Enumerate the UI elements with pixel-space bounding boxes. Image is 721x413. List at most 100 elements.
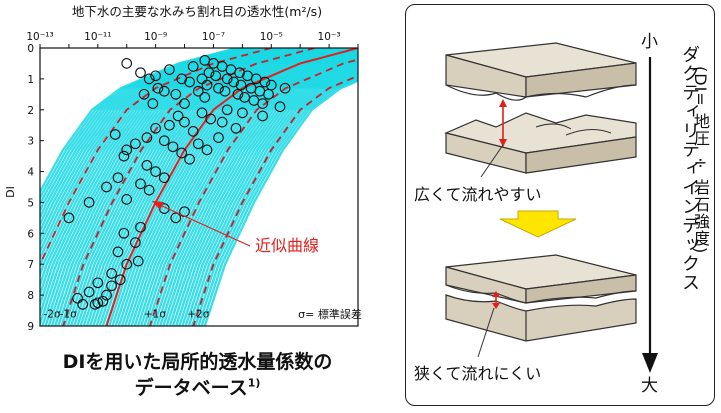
data-point [184,76,195,88]
sigma-label: -1σ [60,309,77,321]
monte-carlo-band-line [40,48,257,234]
data-point [219,85,231,97]
data-point [150,122,161,134]
aperture-arrowhead-up [499,99,507,107]
data-point [230,122,242,134]
y-tick-label: 0 [27,43,34,55]
y-tick-label: 8 [27,290,34,302]
monte-carlo-band-line [203,79,358,326]
data-point [235,79,247,91]
leader-line-wide [480,144,504,178]
scale-arrowhead [642,353,658,373]
transition-arrow [499,210,577,238]
monte-carlo-band-line [66,48,320,326]
data-point [143,184,155,196]
fracture-diagram [444,42,658,373]
monte-carlo-band-line [194,75,358,326]
data-point [121,258,133,270]
data-point [205,113,217,125]
data-point [135,178,146,190]
sigma-curve [149,58,358,326]
aperture-arrowhead-up-2 [492,291,500,297]
data-point [121,144,133,156]
aperture-arrowhead-down [499,139,507,147]
plot-clip-group [40,48,358,326]
data-point [216,116,228,128]
monte-carlo-band-line [175,67,358,326]
monte-carlo-band-line [197,76,358,326]
data-point [274,101,286,113]
monte-carlo-band-line [40,48,282,299]
data-point [221,73,233,85]
data-point [192,138,204,150]
lower-rock-side [525,136,637,174]
data-point [92,277,104,289]
data-point [147,98,159,109]
data-point [221,104,233,116]
monte-carlo-band-line [200,78,358,326]
data-point [135,221,146,233]
data-point [138,88,150,100]
monte-carlo-band-line [111,48,358,326]
data-point [150,166,161,177]
data-point [112,246,124,258]
y-axis-label: DI [4,186,17,198]
monte-carlo-band-line [57,48,311,326]
monte-carlo-band-line [130,53,358,326]
monte-carlo-band-line [40,48,269,261]
monte-carlo-band-line [50,48,304,326]
data-point [279,82,291,94]
monte-carlo-band-line [89,48,343,326]
monte-carlo-band-line [143,56,358,326]
monte-carlo-band-line [165,63,358,326]
data-point [135,67,146,79]
annotation-label: 近似曲線 [255,236,319,255]
monte-carlo-band-line [95,48,349,326]
upper-rock-bottom [445,84,637,101]
data-point [63,212,75,224]
data-point [118,150,130,162]
sigma-note: σ= 標準誤差 [298,307,362,321]
data-point [101,289,112,301]
data-point [141,160,153,171]
sigma-curve [192,74,358,326]
monte-carlo-band-line [40,48,241,201]
monte-carlo-band-line [155,60,358,326]
monte-carlo-band-line [40,48,263,248]
lower-rock-top-2 [445,294,637,342]
monte-carlo-band-line [159,61,358,326]
data-point [179,116,190,128]
monte-carlo-band-line [162,61,358,326]
monte-carlo-band-line [101,48,355,326]
monte-carlo-band-line [181,69,358,326]
monte-carlo-band-line [40,48,237,195]
data-point [89,299,101,310]
leader-line-narrow [477,307,495,358]
label-narrow-flow: 狭くて流れにくい [414,364,542,383]
monte-carlo-band-line [133,54,358,326]
monte-carlo-band-line [60,48,314,326]
y-tick-label: 4 [27,167,34,179]
y-tick-label: 5 [27,197,34,209]
data-point [101,181,112,193]
data-point [150,70,161,82]
x-tick-label: 10⁻⁹ [144,31,167,43]
data-point [132,255,144,267]
curve-annotation: 近似曲線 [152,201,319,255]
caption-line-1: DIを用いた局所的透水量係数の [62,351,333,373]
vertical-subtitle: (DI= 地圧 ÷ 岩石強度) [691,66,710,255]
data-point [187,126,199,137]
data-point [170,212,182,224]
data-point [164,119,175,131]
diagram-panel: 広くて流れやすい 狭くて流れにくい 小 大 ダクティリティインデックス [405,4,715,406]
data-point [130,237,141,248]
y-tick-label: 6 [27,228,34,240]
narrow-fracture-block [445,254,637,358]
sigma-label: +1σ [144,309,166,321]
y-tick-label: 7 [27,259,34,271]
monte-carlo-band-line [108,48,358,326]
monte-carlo-band-line [40,48,292,326]
data-point [201,79,213,91]
x-tick-label: 10⁻³ [318,31,341,43]
